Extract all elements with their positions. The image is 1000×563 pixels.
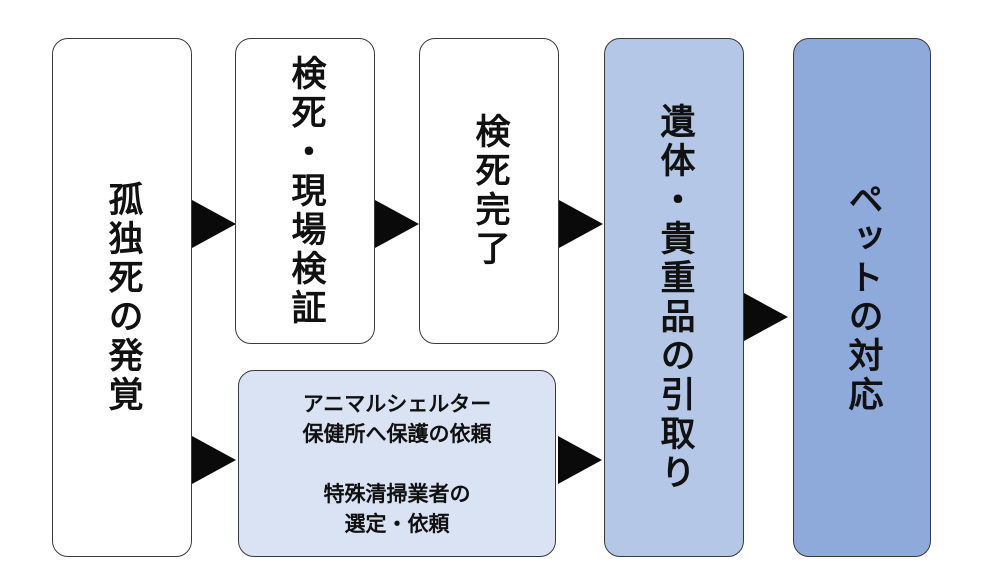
arrow-right-icon: [744, 293, 788, 341]
step-retrieval-label: 遺体・貴重品の引取り: [654, 102, 695, 493]
request-line-shelter: アニマルシェルター: [302, 391, 492, 416]
arrow-right-icon: [192, 436, 236, 484]
step-discovery-label: 孤独死の発覚: [102, 180, 143, 415]
step-inspection-label: 検死・現場検証: [285, 54, 326, 328]
step-request-text: アニマルシェルター 保健所へ保護の依頼 特殊清掃業者の 選定・依頼: [303, 389, 492, 539]
arrow-right-icon: [192, 200, 236, 248]
request-line-health-center: 保健所へ保護の依頼: [302, 421, 492, 446]
step-pet-label: ペットの対応: [842, 180, 883, 415]
arrow-right-icon: [559, 200, 603, 248]
arrow-right-icon: [375, 200, 419, 248]
request-spacer: [303, 449, 492, 479]
step-complete-box: 検死完了: [419, 38, 559, 344]
step-pet-box: ペットの対応: [793, 38, 931, 557]
step-discovery-box: 孤独死の発覚: [52, 38, 192, 557]
step-inspection-box: 検死・現場検証: [235, 38, 375, 344]
step-request-box: アニマルシェルター 保健所へ保護の依頼 特殊清掃業者の 選定・依頼: [238, 370, 556, 557]
request-line-cleaner: 特殊清掃業者の: [323, 481, 471, 506]
arrow-right-icon: [558, 436, 602, 484]
step-complete-label: 検死完了: [469, 113, 510, 269]
step-retrieval-box: 遺体・貴重品の引取り: [604, 38, 744, 557]
request-line-selection: 選定・依頼: [344, 511, 450, 536]
